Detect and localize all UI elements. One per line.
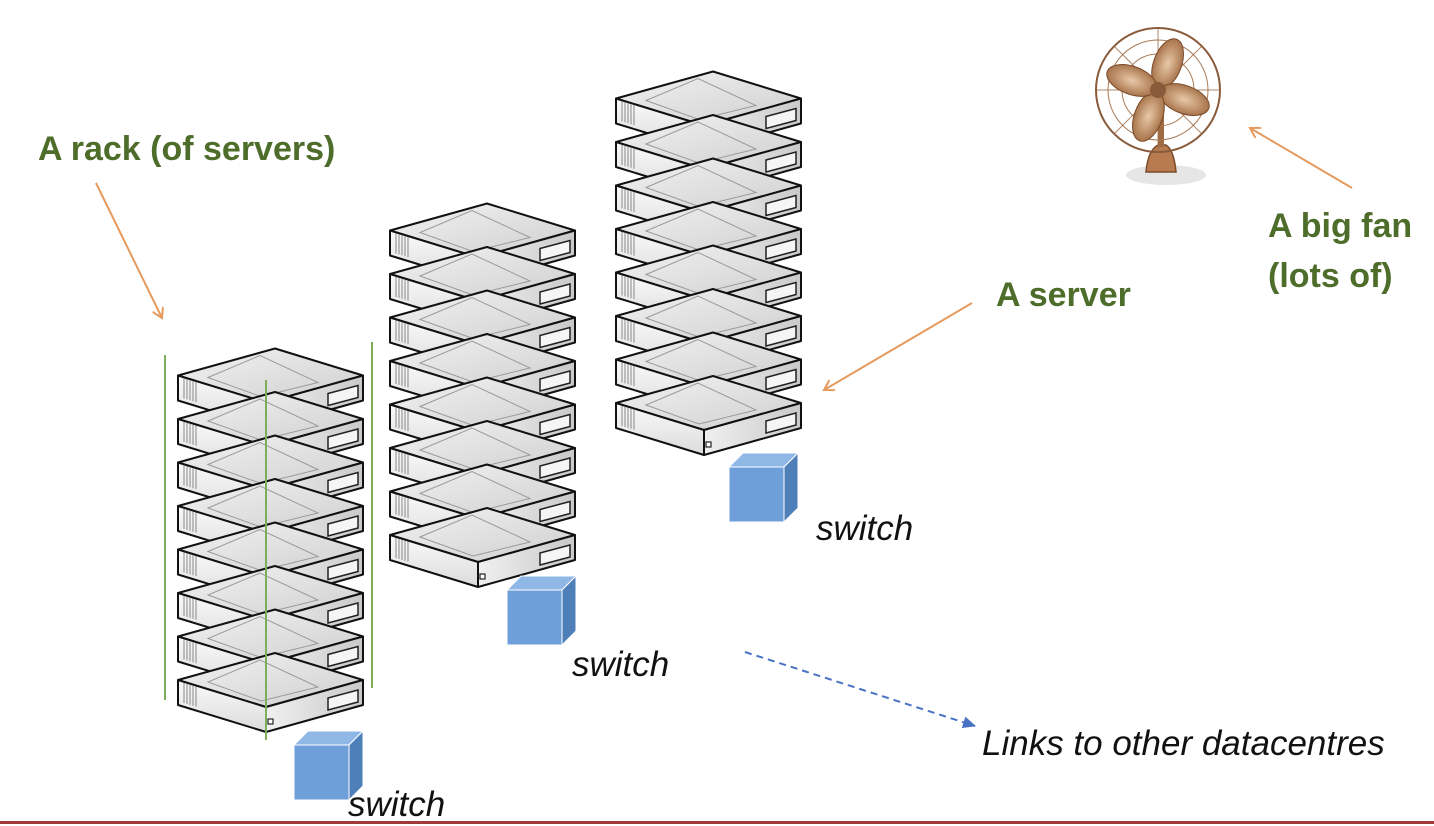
- switch-cube-icon: [292, 729, 365, 802]
- switch-label-rack-2: switch: [572, 645, 670, 684]
- server-label-arrow: [824, 302, 973, 390]
- server-unit: [389, 202, 576, 284]
- rack-label-arrow: [95, 182, 162, 318]
- rack-3: [615, 70, 802, 456]
- fan-label-arrow: [1250, 128, 1353, 189]
- rack-label: A rack (of servers): [38, 130, 336, 168]
- server-unit: [615, 375, 802, 456]
- fan-label-line2: (lots of): [1268, 257, 1393, 295]
- fan-label-line1: A big fan: [1268, 207, 1413, 245]
- switch-cube-icon: [505, 574, 578, 647]
- switch-cube-icon: [727, 451, 800, 524]
- switches: [292, 451, 800, 802]
- switch-label-rack-3: switch: [816, 509, 914, 548]
- rack-1: [177, 347, 364, 733]
- server-unit: [389, 507, 576, 588]
- rack-frame: [164, 342, 373, 700]
- datacentre-link-arrow: [744, 651, 976, 729]
- links-label: Links to other datacentres: [982, 724, 1385, 763]
- racks: [177, 70, 802, 733]
- fan-icon: [1095, 27, 1221, 185]
- server-label: A server: [996, 276, 1131, 314]
- bottom-rule: [0, 821, 1434, 824]
- rack-2: [389, 202, 576, 588]
- switch-label-rack-1: switch: [348, 785, 446, 824]
